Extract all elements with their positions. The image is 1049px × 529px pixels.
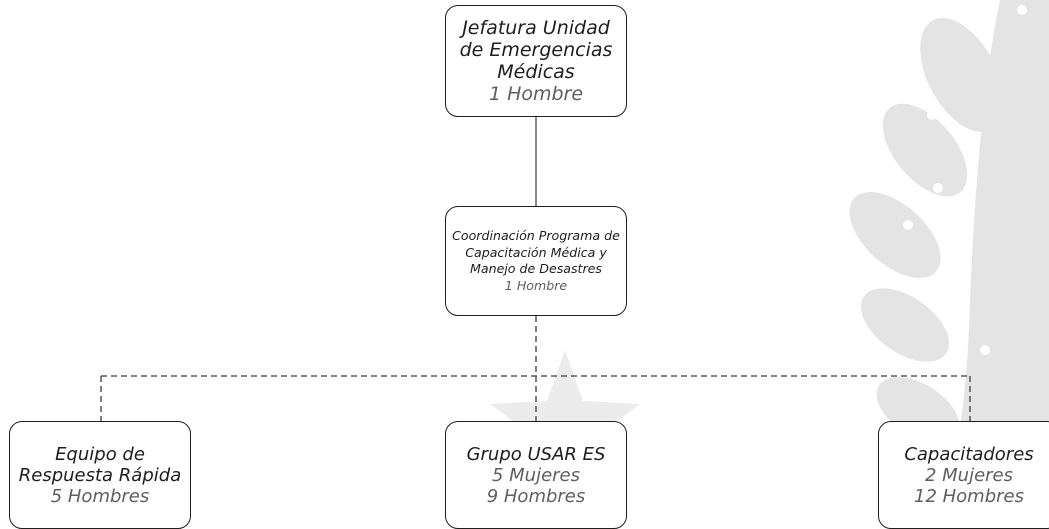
node-grupo-usar: Grupo USAR ES 5 Mujeres 9 Hombres <box>445 421 627 529</box>
dashed-connector <box>100 316 971 421</box>
star-watermark-icon <box>490 350 640 490</box>
node-capacitadores-count-mujeres: 2 Mujeres <box>924 464 1014 486</box>
node-jefatura-title: Jefatura Unidad de Emergencias Médicas <box>459 17 613 83</box>
node-grupo-usar-count-hombres: 9 Hombres <box>486 485 586 507</box>
node-grupo-usar-count-mujeres: 5 Mujeres <box>491 464 581 486</box>
laurel-watermark-icon <box>849 0 1049 527</box>
node-equipo-respuesta-rapida: Equipo de Respuesta Rápida 5 Hombres <box>9 421 191 529</box>
node-equipo-respuesta-rapida-count: 5 Hombres <box>50 485 150 507</box>
node-jefatura: Jefatura Unidad de Emergencias Médicas 1… <box>445 5 627 117</box>
node-grupo-usar-title: Grupo USAR ES <box>466 443 606 465</box>
node-coordinacion-count: 1 Hombre <box>504 277 568 293</box>
node-jefatura-count: 1 Hombre <box>488 83 584 105</box>
node-capacitadores-title: Capacitadores <box>904 443 1034 465</box>
node-equipo-respuesta-rapida-title: Equipo de Respuesta Rápida <box>18 443 182 486</box>
node-capacitadores-count-hombres: 12 Hombres <box>914 485 1024 507</box>
node-capacitadores: Capacitadores 2 Mujeres 12 Hombres <box>878 421 1049 529</box>
node-coordinacion: Coordinación Programa de Capacitación Mé… <box>445 206 627 316</box>
node-coordinacion-title: Coordinación Programa de Capacitación Mé… <box>452 228 620 276</box>
